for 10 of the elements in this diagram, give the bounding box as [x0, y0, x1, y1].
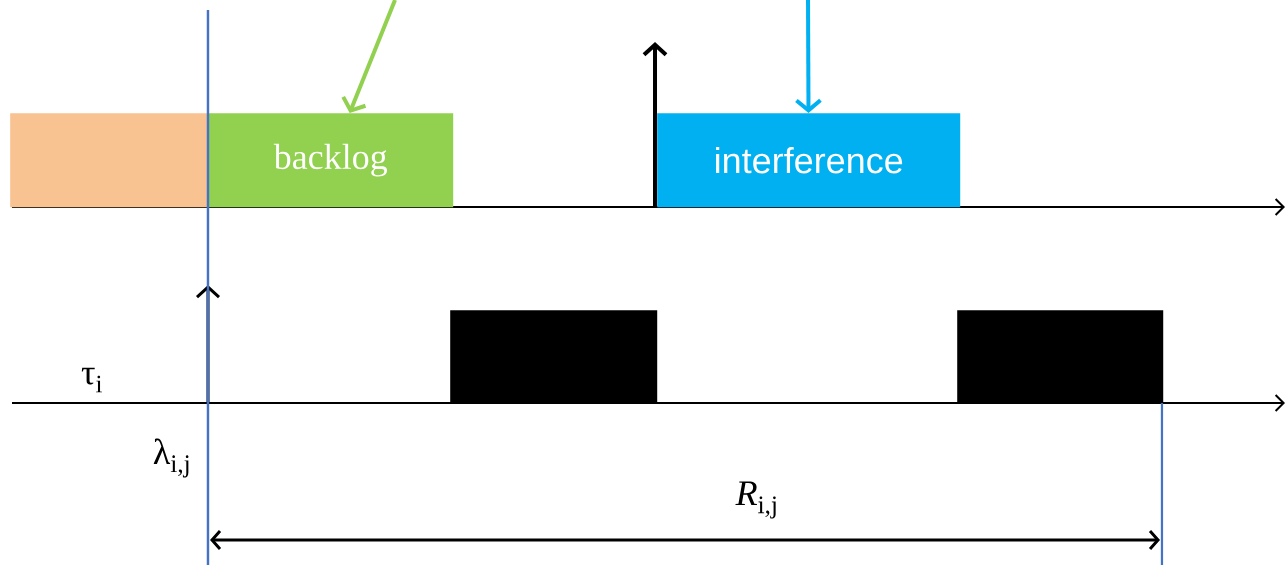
time-block [10, 113, 209, 208]
math-label: λ$_{i,j}$ [153, 438, 189, 478]
execution-block [450, 310, 658, 404]
backlog-block: backlog [208, 113, 454, 208]
math-label: R$_{i,j}$ [735, 481, 776, 519]
math-label: τ$_{i}$ [81, 367, 102, 393]
arrow [341, 0, 397, 113]
interference-block: interference [657, 113, 961, 208]
arrow [795, 0, 822, 113]
execution-block [957, 310, 1164, 404]
